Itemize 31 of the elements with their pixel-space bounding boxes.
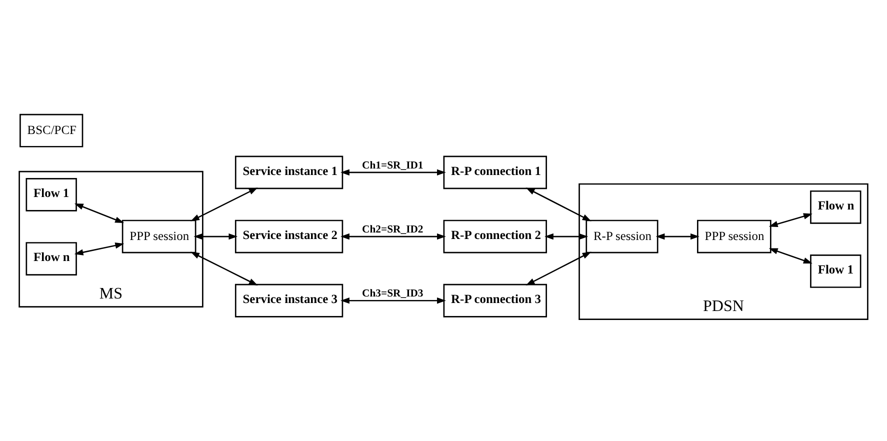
node-box: Service instance 3: [234, 284, 344, 318]
node-box: BSC/PCF: [20, 114, 84, 148]
arrow: [768, 213, 812, 228]
arrow: [74, 203, 124, 224]
node-box: R-P connection 3: [443, 284, 547, 318]
edge-label: Ch2=SR_ID2: [362, 224, 424, 236]
arrow: [544, 233, 588, 240]
arrow: [190, 252, 258, 286]
node-box: PPP session: [697, 220, 772, 254]
arrow: [74, 242, 124, 256]
arrow: [526, 188, 592, 222]
node-box: R-P connection 1: [443, 156, 547, 190]
node-box: R-P session: [586, 220, 658, 254]
arrow: [340, 169, 446, 176]
arrow: [190, 188, 258, 222]
arrow: [526, 252, 592, 286]
node-box: Flow n: [810, 190, 862, 224]
node-box: Flow 1: [26, 178, 77, 212]
node-box: Service instance 1: [234, 156, 344, 190]
arrow: [340, 233, 446, 240]
node-box: Flow n: [26, 242, 77, 276]
edge-label: Ch1=SR_ID1: [362, 160, 424, 172]
arrow: [340, 298, 446, 304]
edge-label: Ch3=SR_ID3: [362, 288, 424, 300]
node-box: PPP session: [122, 220, 196, 254]
node-box: Service instance 2: [234, 220, 344, 254]
arrow: [768, 248, 812, 264]
arrow: [194, 233, 238, 240]
arrow: [656, 233, 700, 240]
node-box: Flow 1: [810, 254, 862, 288]
node-box: R-P connection 2: [443, 220, 547, 254]
